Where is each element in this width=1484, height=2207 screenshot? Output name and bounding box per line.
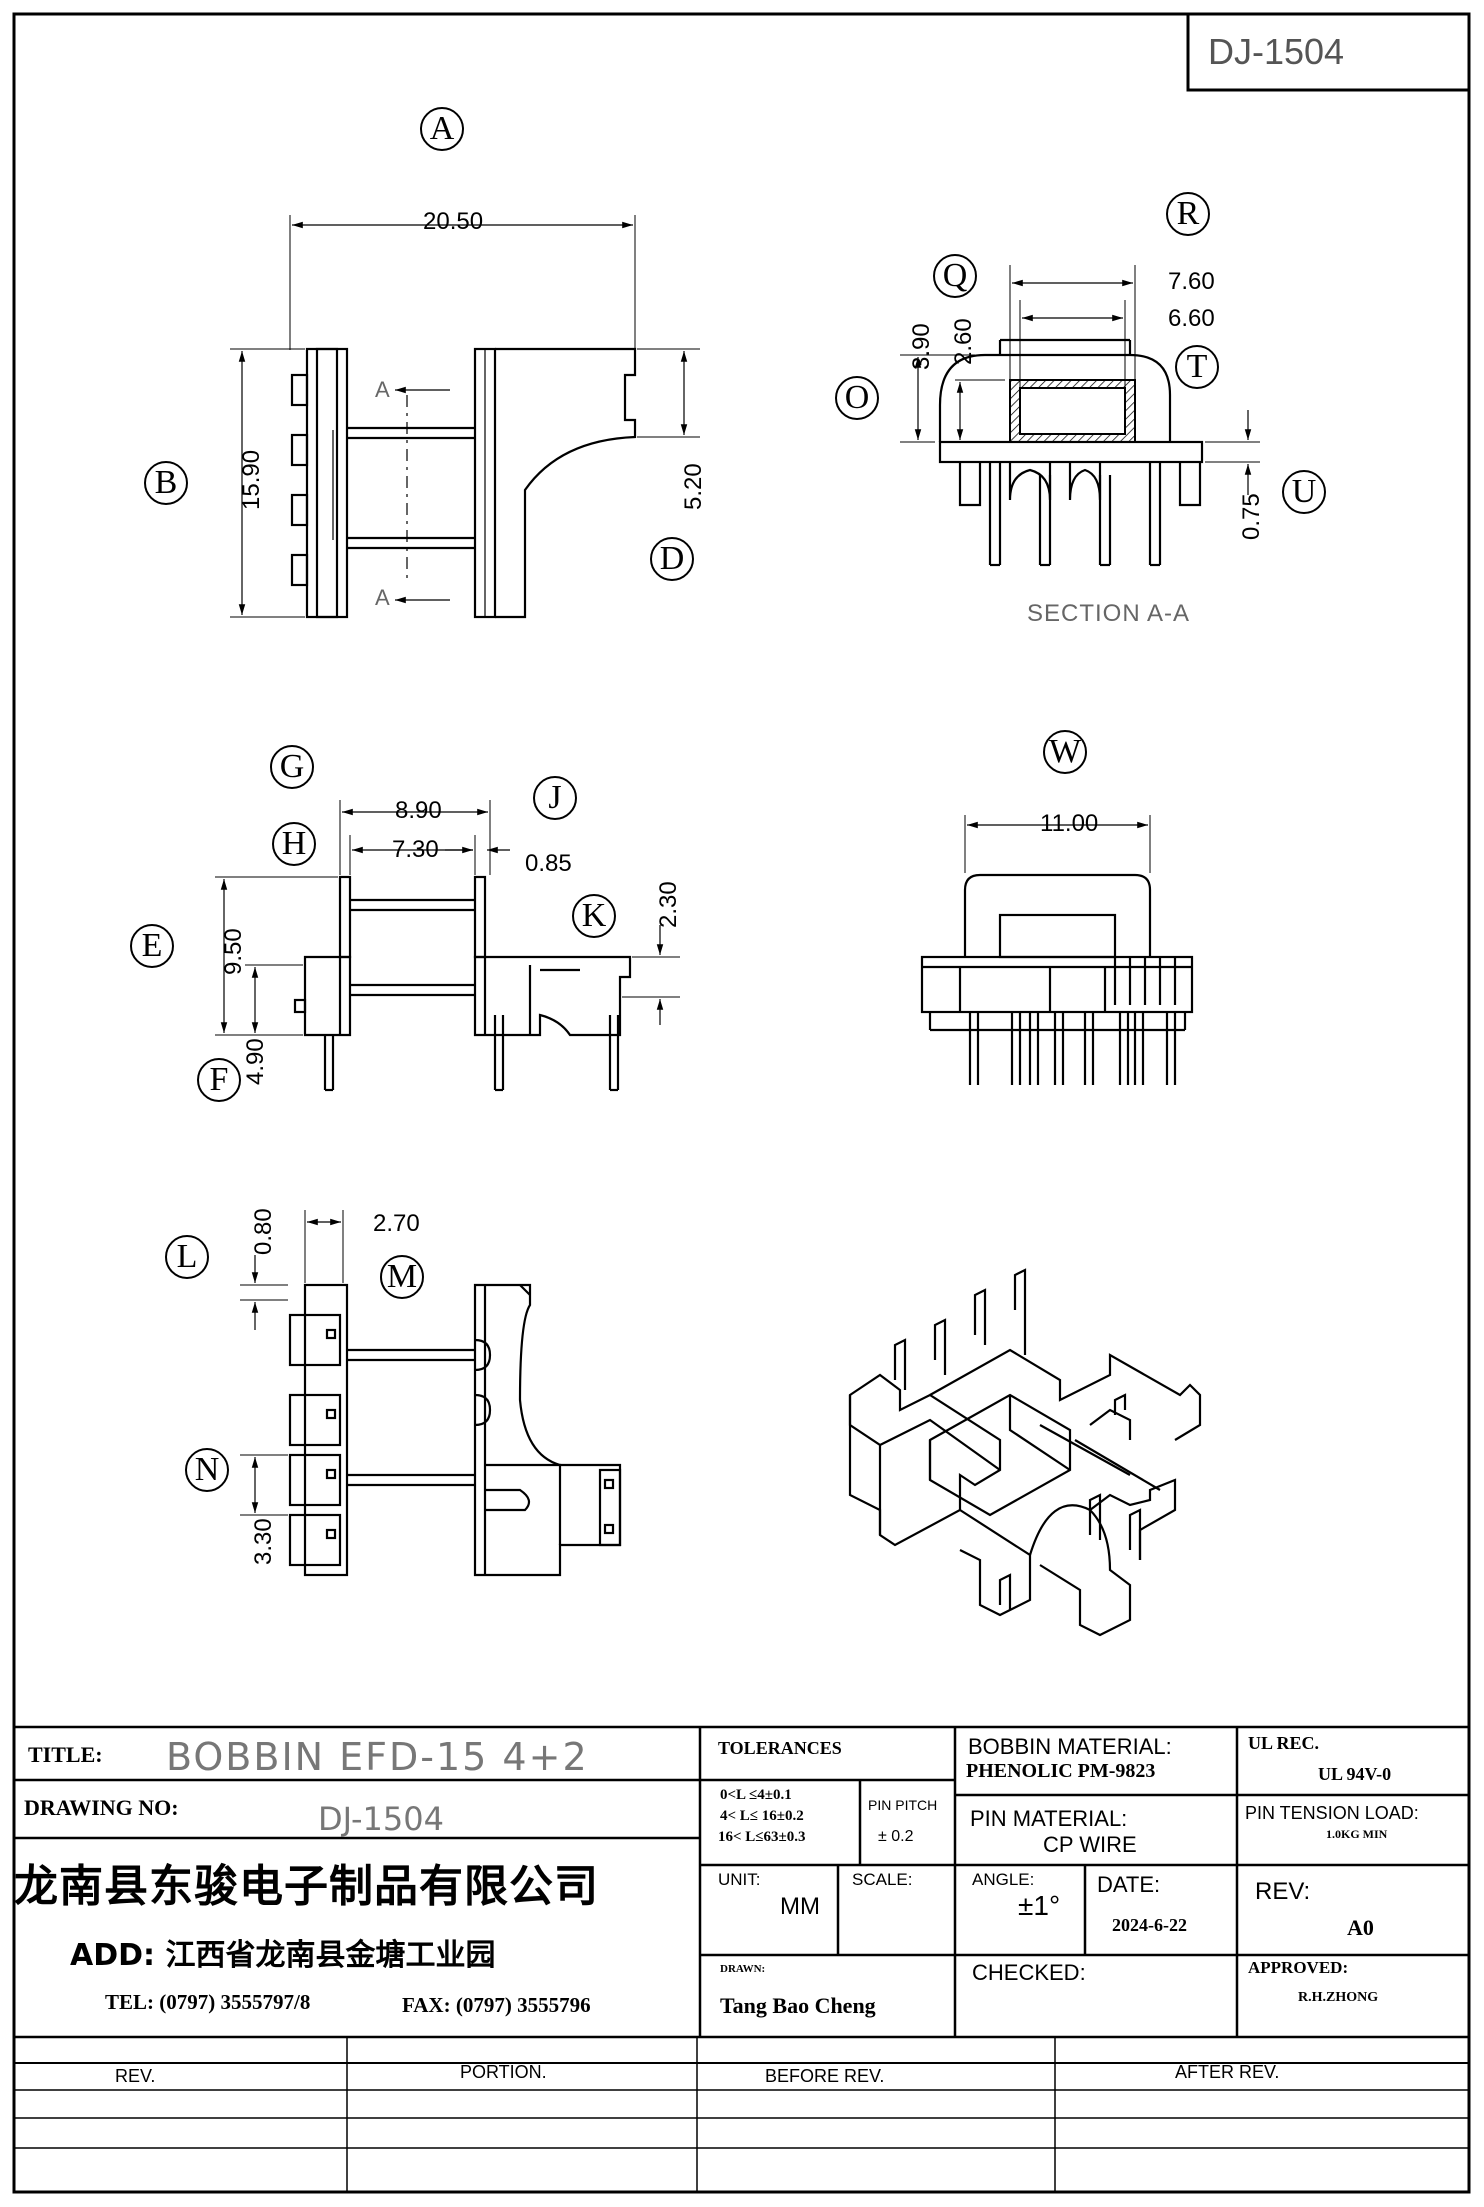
view-front [920, 815, 1194, 1085]
section-mark-top: A [375, 377, 390, 402]
dim-0-85: 0.85 [525, 850, 572, 877]
company-address: ADD: 江西省龙南县金塘工业园 [70, 1938, 496, 1973]
drawing-no-label: DRAWING NO: [24, 1795, 179, 1820]
pin-pitch-value: ± 0.2 [878, 1828, 914, 1845]
callout-b: B [144, 461, 188, 505]
section-mark-bottom: A [375, 585, 390, 610]
dim-5-20: 5.20 [680, 463, 707, 510]
dim-7-30: 7.30 [392, 836, 439, 863]
approved-value: R.H.ZHONG [1298, 1990, 1379, 2005]
tol-line-2: 4< L≤ 16±0.2 [720, 1808, 804, 1824]
pin-tension-label: PIN TENSION LOAD: [1245, 1803, 1419, 1823]
dim-6-60: 6.60 [1168, 305, 1215, 332]
view-bottom [240, 1210, 622, 1577]
date-label: DATE: [1097, 1872, 1161, 1897]
callout-l: L [165, 1235, 209, 1279]
callout-g: G [270, 745, 314, 789]
rev-label: REV: [1255, 1878, 1311, 1905]
dim-7-60: 7.60 [1168, 268, 1215, 295]
rev-table-header-portion: PORTION. [460, 2062, 547, 2082]
callout-w: W [1043, 730, 1087, 774]
callout-o: O [835, 376, 879, 420]
dim-0-80: 0.80 [250, 1208, 277, 1255]
bobbin-material-value: PHENOLIC PM-9823 [966, 1760, 1156, 1782]
angle-label: ANGLE: [972, 1870, 1035, 1889]
view-isometric [848, 1268, 1202, 1637]
pin-pitch-label: PIN PITCH [868, 1797, 938, 1813]
rev-table-header-rev: REV. [115, 2066, 156, 2086]
drawn-value: Tang Bao Cheng [720, 1993, 876, 2018]
dim-11-00: 11.00 [1040, 810, 1099, 837]
date-value: 2024-6-22 [1112, 1915, 1187, 1935]
angle-value: ±1° [1018, 1890, 1061, 1921]
tol-line-3: 16< L≤63±0.3 [718, 1829, 806, 1845]
dim-2-70: 2.70 [373, 1210, 420, 1237]
dim-2-30: 2.30 [655, 881, 682, 928]
ul-rec-value: UL 94V-0 [1318, 1764, 1392, 1784]
dim-4-90: 4.90 [242, 1038, 269, 1085]
dim-3-30: 3.30 [250, 1518, 277, 1565]
drawing-no-value: DJ-1504 [318, 1800, 444, 1838]
dim-9-50: 9.50 [220, 928, 247, 975]
pin-material-label: PIN MATERIAL: [970, 1806, 1128, 1831]
approved-label: APPROVED: [1248, 1958, 1349, 1977]
pin-material-value: CP WIRE [1043, 1832, 1137, 1857]
callout-t: T [1175, 345, 1219, 389]
tolerances-label: TOLERANCES [718, 1738, 842, 1758]
callout-j: J [533, 776, 577, 820]
dim-15-90: 15.90 [238, 449, 265, 510]
tol-line-1: 0<L ≤4±0.1 [720, 1787, 792, 1803]
callout-d: D [650, 537, 694, 581]
company-name: 龙南县东骏电子制品有限公司 [14, 1861, 599, 1912]
callout-n: N [185, 1448, 229, 1492]
rev-table-header-before: BEFORE REV. [765, 2066, 885, 2086]
checked-label: CHECKED: [972, 1960, 1086, 1985]
company-fax: FAX: (0797) 3555796 [402, 1993, 591, 2017]
dim-2-60: 2.60 [950, 318, 977, 365]
rev-value: A0 [1347, 1915, 1374, 1940]
title-block-grid [14, 1725, 1469, 2192]
company-tel: TEL: (0797) 3555797/8 [105, 1990, 311, 2014]
callout-f: F [197, 1058, 241, 1102]
view-a-top [230, 215, 700, 619]
pin-tension-value: 1.0KG MIN [1326, 1827, 1388, 1841]
callout-k: K [572, 894, 616, 938]
title-value: BOBBIN EFD-15 4+2 [166, 1735, 589, 1779]
unit-value: MM [780, 1893, 820, 1920]
dim-0-75: 0.75 [1238, 493, 1265, 540]
dim-8-90: 8.90 [395, 797, 442, 824]
callout-q: Q [933, 254, 977, 298]
section-caption: SECTION A-A [1027, 600, 1191, 627]
drawn-label: DRAWN: [720, 1963, 766, 1975]
unit-label: UNIT: [718, 1870, 761, 1889]
dim-20-50: 20.50 [423, 208, 484, 235]
drawing-code-text: DJ-1504 [1208, 31, 1344, 72]
callout-e: E [130, 924, 174, 968]
dim-3-90: 3.90 [908, 323, 935, 370]
callout-a: A [420, 107, 464, 151]
sheet-border [12, 12, 1471, 2194]
ul-rec-label: UL REC. [1248, 1733, 1320, 1753]
callout-m: M [380, 1255, 424, 1299]
bobbin-material-label: BOBBIN MATERIAL: [968, 1734, 1172, 1759]
rev-table-header-after: AFTER REV. [1175, 2062, 1280, 2082]
drawing-code-box [1186, 12, 1471, 92]
callout-u: U [1282, 470, 1326, 514]
title-label: TITLE: [28, 1742, 103, 1767]
scale-label: SCALE: [852, 1870, 913, 1889]
view-side [215, 800, 680, 1092]
callout-h: H [272, 822, 316, 866]
callout-r: R [1166, 192, 1210, 236]
view-section-aa [900, 265, 1260, 567]
